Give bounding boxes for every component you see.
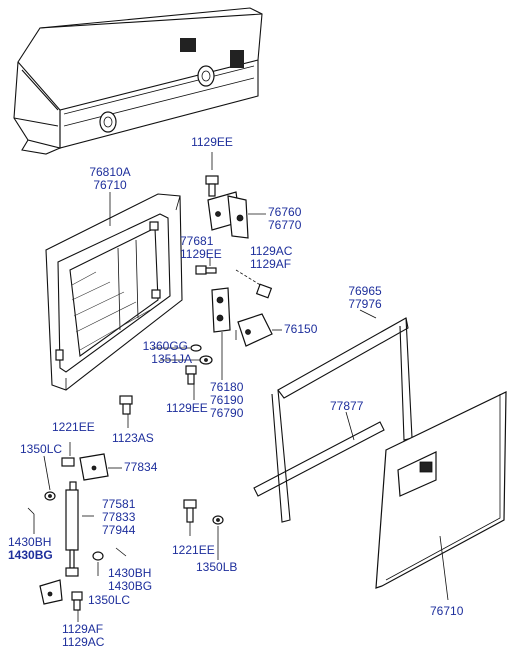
label-hinge-bolt-line1: 77681: [180, 234, 214, 248]
hinge-bolt: [195, 258, 217, 275]
label-latch: 76150: [284, 322, 318, 336]
label-clip-left-line2: 1430BG: [8, 548, 53, 562]
label-panel-frame-line1: 76810A: [89, 165, 131, 179]
label-washer-lc-bottom: 1350LC: [88, 593, 131, 607]
label-strut-line3: 77944: [102, 523, 136, 537]
label-hinge: 76760 76770: [268, 206, 301, 232]
label-strut-line2: 77833: [102, 510, 136, 524]
label-clip-right-line2: 1430BG: [108, 579, 153, 593]
bolt-1123as: [119, 395, 133, 428]
label-right-bolt-line1: 1129AC: [250, 244, 293, 258]
label-bolt-ee: 1129EE: [166, 401, 208, 415]
label-screw-ee-bottom: 1221EE: [172, 543, 215, 557]
label-lock-line1: 76180: [210, 380, 244, 394]
bus-illustration: [13, 7, 263, 155]
seal-strip: [253, 411, 385, 497]
label-bolt-bottom-line2: 1129AC: [62, 635, 105, 649]
label-right-bolt-line2: 1129AF: [250, 257, 292, 271]
label-top-bolt: 1129EE: [191, 135, 233, 149]
label-panel-frame: 76810A 76710: [80, 166, 140, 192]
label-washer-ja: 1351JA: [151, 352, 192, 366]
label-bolt-as: 1123AS: [112, 431, 154, 445]
label-clip-left: 1430BH 1430BG: [8, 536, 53, 562]
label-washer-gg: 1360GG: [142, 339, 188, 353]
label-clip-left-line1: 1430BH: [8, 535, 52, 549]
label-door-panel: 76710: [430, 604, 464, 618]
label-strut: 77581 77833 77944: [102, 498, 135, 537]
label-strut-line1: 77581: [102, 497, 136, 511]
label-weatherstrip-line1: 76965: [348, 284, 382, 298]
label-lock-line2: 76190: [210, 393, 244, 407]
label-bolt-bottom-line1: 1129AF: [62, 622, 104, 636]
label-seal-strip: 77877: [330, 399, 364, 413]
label-hinge-bolt: 77681 1129EE: [180, 235, 222, 261]
label-weatherstrip-line2: 77976: [348, 297, 382, 311]
top-bolt: [205, 152, 219, 197]
label-panel-frame-line2: 76710: [93, 178, 127, 192]
label-screw-ee: 1221EE: [52, 420, 95, 434]
bus-side-hatch-1: [180, 38, 196, 52]
label-weatherstrip: 76965 77976: [340, 285, 390, 311]
label-washer-lc: 1350LC: [20, 442, 63, 456]
panel-frame: [45, 193, 183, 391]
lower-bolt: [185, 365, 197, 385]
label-lock: 76180 76190 76790: [210, 381, 243, 420]
label-hinge-bolt-line2: 1129EE: [180, 247, 222, 261]
left-hardware: [27, 442, 127, 611]
label-hinge-line2: 76770: [268, 218, 302, 232]
label-bolt-bottom: 1129AF 1129AC: [62, 623, 104, 649]
label-right-bolt: 1129AC 1129AF: [250, 245, 292, 271]
latch-assembly: [211, 287, 282, 380]
bus-side-hatch-2: [230, 50, 244, 68]
label-washer-lb: 1350LB: [196, 560, 238, 574]
label-clip-right-line1: 1430BH: [108, 566, 152, 580]
label-lock-line3: 76790: [210, 406, 244, 420]
washers-mid: [190, 344, 213, 365]
right-bolt: [235, 269, 273, 299]
hinge-assembly: [207, 191, 266, 239]
label-hinge-line1: 76760: [268, 205, 302, 219]
bottom-center-hardware: [183, 499, 224, 560]
leader-lines: [33, 192, 237, 622]
label-bracket: 77834: [124, 460, 158, 474]
label-clip-right: 1430BH 1430BG: [108, 567, 152, 593]
door-panel: [375, 391, 507, 601]
